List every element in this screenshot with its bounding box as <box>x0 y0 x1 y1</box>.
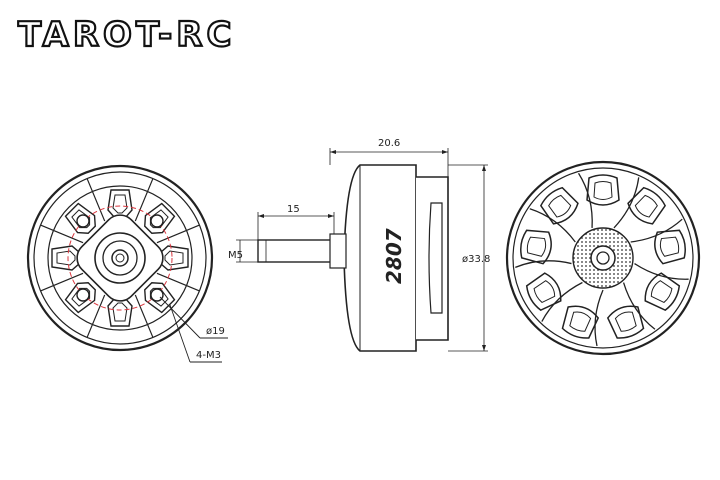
shaft-collar <box>329 233 347 269</box>
shaft-length-dim: 15 <box>287 204 300 215</box>
bolt-circle <box>67 205 173 311</box>
top-shaft <box>596 251 610 265</box>
front-shaft <box>115 253 125 263</box>
brand-logo: TAROT-RC <box>18 15 235 55</box>
front-outer-ring <box>26 164 214 352</box>
front-inner-ring <box>33 171 207 345</box>
side-view: 2807 20.6 15 M5 ø33.8 <box>228 138 490 352</box>
front-hub-inner <box>111 249 129 267</box>
base-flange <box>428 202 443 314</box>
front-spoke-ring <box>47 185 193 331</box>
top-petals <box>515 172 689 347</box>
mount-holes <box>76 214 164 302</box>
bolt-circle-dim: ø19 <box>206 326 225 337</box>
width-dim: 20.6 <box>378 138 400 149</box>
front-hub-mid <box>102 240 138 276</box>
front-view: ø19 4-M3 <box>26 164 228 363</box>
top-outer-ring <box>505 160 701 356</box>
motor-label: 2807 <box>382 228 406 284</box>
shaft-dia-dim: M5 <box>228 250 243 261</box>
outer-dia-dim: ø33.8 <box>462 254 490 265</box>
motor-shaft <box>257 239 337 263</box>
front-petals <box>40 178 200 338</box>
mount-holes-dim: 4-M3 <box>196 350 221 361</box>
top-view <box>505 160 701 356</box>
top-inner-ring <box>512 167 694 349</box>
